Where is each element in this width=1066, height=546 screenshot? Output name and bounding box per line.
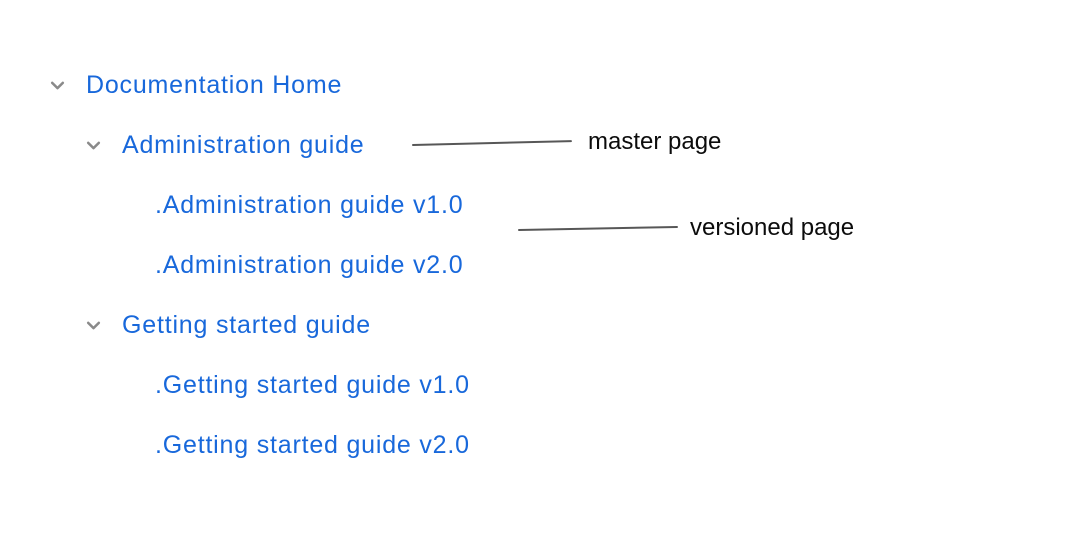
chevron-down-icon[interactable] — [84, 316, 102, 334]
page-link-administration-guide-v1[interactable]: .Administration guide v1.0 — [155, 191, 464, 219]
tree-item-administration-guide: Administration guide — [84, 129, 365, 161]
tree-item-getting-started-guide: Getting started guide — [84, 309, 371, 341]
page-link-getting-started-guide-v1[interactable]: .Getting started guide v1.0 — [155, 371, 470, 399]
annotation-line-master-page — [411, 140, 572, 146]
annotation-label-master-page: master page — [588, 128, 722, 155]
chevron-down-icon[interactable] — [84, 136, 102, 154]
page-link-administration-guide-v2[interactable]: .Administration guide v2.0 — [155, 251, 464, 279]
page-link-getting-started-guide-v2[interactable]: .Getting started guide v2.0 — [155, 431, 470, 459]
page-link-getting-started-guide[interactable]: Getting started guide — [122, 311, 371, 339]
chevron-down-icon[interactable] — [48, 76, 66, 94]
tree-item-documentation-home: Documentation Home — [48, 69, 342, 101]
tree-item-administration-guide-v1: .Administration guide v1.0 — [155, 189, 463, 221]
tree-item-administration-guide-v2: .Administration guide v2.0 — [155, 249, 463, 281]
annotation-line-versioned-page — [517, 225, 678, 231]
tree-item-getting-started-guide-v1: .Getting started guide v1.0 — [155, 369, 470, 401]
tree-item-getting-started-guide-v2: .Getting started guide v2.0 — [155, 429, 470, 461]
page-link-administration-guide[interactable]: Administration guide — [122, 131, 365, 159]
page-link-documentation-home[interactable]: Documentation Home — [86, 71, 343, 99]
annotation-label-versioned-page: versioned page — [690, 214, 855, 241]
